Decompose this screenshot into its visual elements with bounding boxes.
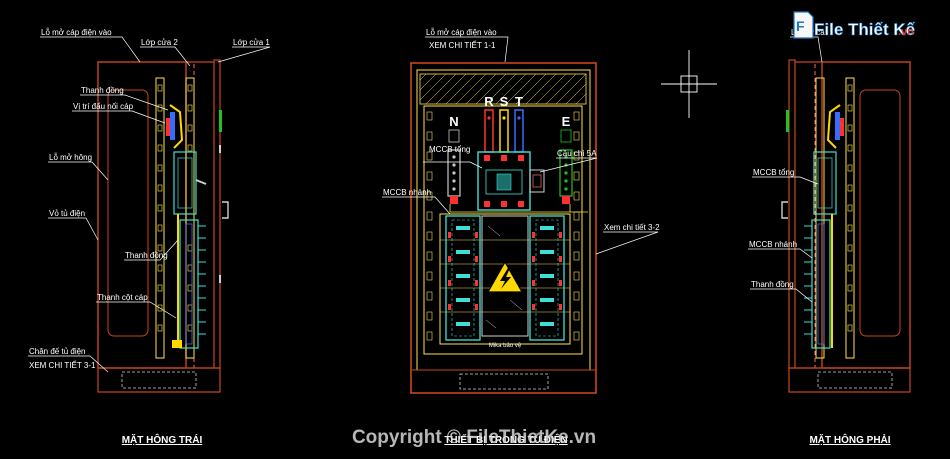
logo-suffix: .vn (898, 26, 914, 38)
center-label-detail-ref: XEM CHI TIẾT 1-1 (429, 40, 496, 50)
logo-text: File Thiết Kế (814, 20, 916, 39)
right-cabinet-base (788, 367, 911, 393)
center-label-cable-inlet: Lỗ mở cáp điện vào (426, 28, 497, 37)
left-label-busbar: Thanh đồng (81, 86, 124, 95)
busbar-r (484, 109, 494, 153)
left-label-cabinet-base: Chân đế tủ điện (29, 347, 86, 356)
earth-label: E (562, 114, 571, 129)
center-label-cover: Mika bảo vệ (489, 343, 522, 349)
center-mounting-plate (423, 105, 583, 355)
left-door-layer-1 (213, 59, 221, 369)
right-side-opening (859, 89, 901, 337)
center-view-title: THIẾT BỊ TRONG TỦ ĐIỆN (444, 433, 567, 446)
center-label-mccb-main: MCCB tổng (429, 145, 470, 154)
mccb-branch-right (529, 215, 565, 341)
left-label-cable-inlet: Lỗ mở cáp điện vào (41, 28, 112, 37)
left-view-title: MẶT HÔNG TRÁI (122, 433, 203, 446)
neutral-label: N (449, 114, 458, 129)
left-label-busbar-2: Thanh đồng (125, 251, 168, 260)
center-cable-inlet-plate (419, 73, 587, 105)
left-branch-teeth (198, 225, 206, 335)
left-label-door-layer2: Lớp cửa 2 (141, 38, 178, 47)
left-label-cabinet-shell: Vỏ tủ điện (49, 209, 85, 218)
left-label-door-layer1: Lớp cửa 1 (233, 38, 270, 47)
phase-label-s: S (500, 94, 509, 109)
lightning-bolt-icon (500, 268, 511, 289)
left-mccb-branch (179, 219, 199, 349)
center-cabinet-base (410, 369, 597, 394)
left-side-opening (107, 89, 149, 337)
site-logo: F File Thiết Kế .vn (793, 11, 916, 39)
center-label-detail-ref2: Xem chi tiết 3-2 (604, 223, 660, 232)
right-mccb-main (813, 151, 837, 215)
front-equipment-view: Lỗ mở cáp điện vào XEM CHI TIẾT 1-1 R S … (382, 28, 660, 446)
left-label-connection-point: Vị trí đấu nối cáp (73, 102, 134, 111)
left-label-cable-post: Thanh cột cáp (97, 293, 148, 302)
phase-label-r: R (484, 94, 494, 109)
center-side-rail-holes (426, 111, 580, 341)
copyright-watermark: Copyright © FileThietKe.vn (352, 427, 596, 448)
right-mccb-branch (811, 219, 831, 349)
left-mccb-main (173, 151, 197, 215)
left-cabinet-base (97, 367, 221, 393)
right-door-layer (788, 59, 796, 369)
left-door-handle (222, 201, 229, 219)
right-side-view: Lỗ mở cá MCCB tổng MCCB nhánh Thanh đồng… (748, 28, 911, 446)
right-label-busbar: Thanh đồng (751, 280, 794, 289)
crosshair-icon (661, 50, 717, 118)
right-label-mccb-main: MCCB tổng (753, 168, 794, 177)
phase-label-t: T (515, 94, 523, 109)
center-label-fuse: Cầu chì 5A (557, 149, 597, 158)
left-mounting-rail (155, 77, 165, 359)
protective-cover (481, 215, 529, 337)
svg-text:F: F (796, 18, 805, 34)
right-view-title: MẶT HÔNG PHẢI (809, 433, 890, 446)
busbar-s (499, 109, 509, 153)
center-label-mccb-branch: MCCB nhánh (383, 188, 431, 197)
left-busbar (169, 104, 184, 149)
left-label-side-opening: Lỗ mở hông (49, 153, 92, 162)
left-side-view: Lỗ mở cáp điện vào Lớp cửa 2 Lớp cửa 1 T… (28, 28, 270, 446)
left-rail-holes (157, 84, 193, 332)
busbar-t (514, 109, 524, 153)
branch-area (439, 213, 571, 345)
fuse-5a (529, 169, 545, 193)
right-door-handle (781, 201, 788, 219)
file-icon (793, 11, 814, 39)
mccb-branch-left (445, 215, 481, 341)
right-label-mccb-branch: MCCB nhánh (749, 240, 797, 249)
left-label-detail-ref: XEM CHI TIẾT 3-1 (29, 360, 96, 370)
